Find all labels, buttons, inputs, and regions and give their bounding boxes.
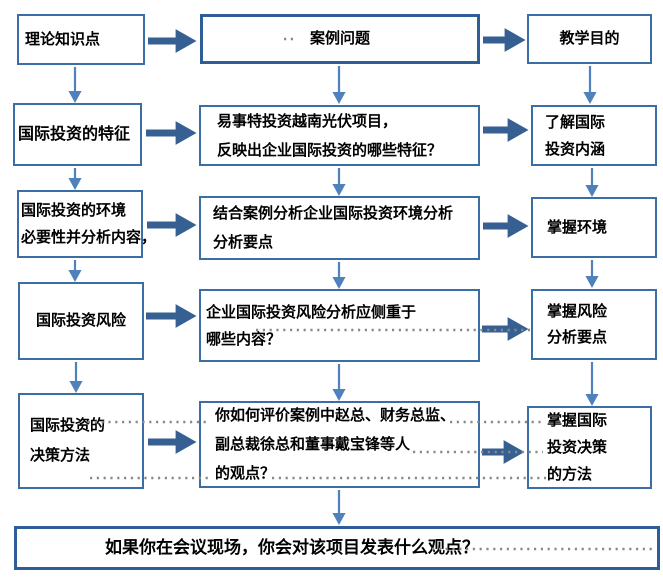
box-line: 理论知识点 [25, 30, 101, 48]
box-line: 国际投资的环境 [21, 202, 127, 219]
box-intl-investment-decision-methods: 国际投资的 决策方法 [18, 393, 144, 489]
box-teaching-objectives: 教学目的 [527, 14, 652, 64]
box-line: 你如何评价案例中赵总、财务总监、 [215, 407, 456, 424]
box-line: 副总裁徐总和董事戴宝锋等人 [215, 436, 411, 453]
box-line: 易事特投资越南光伏项目， [217, 112, 398, 130]
box-final-question: 如果你在会议现场，你会对该项目发表什么观点？ [14, 526, 660, 570]
box-line: 必要性并分析内容， [21, 229, 157, 246]
box-question-risk-analysis: 企业国际投资风险分析应侧重于 哪些内容？ [199, 289, 480, 362]
box-intl-investment-features: 国际投资的特征 [13, 103, 142, 166]
box-question-features: 易事特投资越南光伏项目， 反映出企业国际投资的哪些特征？ [199, 105, 480, 166]
box-line: 教学目的 [559, 30, 620, 47]
box-case-questions: 案例问题 [200, 14, 480, 64]
box-line: 结合案例分析企业国际投资环境分析 [213, 205, 454, 222]
box-goal-understand-connotation: 了解国际 投资内涵 [531, 105, 657, 166]
box-line: 国际投资的特征 [18, 125, 131, 143]
box-theory-knowledge: 理论知识点 [17, 14, 145, 65]
box-goal-master-decision-methods: 掌握国际 投资决策 的方法 [527, 406, 652, 489]
box-line: 投资决策 [547, 439, 608, 456]
box-goal-master-environment: 掌握环境 [531, 197, 657, 258]
box-line: 的观点？ [215, 465, 276, 482]
box-line: 掌握风险 [547, 302, 608, 320]
box-line: 如果你在会议现场，你会对该项目发表什么观点？ [105, 538, 479, 557]
box-goal-master-risk-points: 掌握风险 分析要点 [531, 289, 657, 360]
box-line: 投资内涵 [545, 140, 606, 158]
box-line: 的方法 [547, 466, 593, 483]
box-line: 国际投资风险 [35, 312, 126, 329]
box-question-evaluate-opinions: 你如何评价案例中赵总、财务总监、 副总裁徐总和董事戴宝锋等人 的观点？ [199, 401, 480, 488]
box-line: 企业国际投资风险分析应侧重于 [206, 303, 417, 321]
box-line: 哪些内容？ [206, 330, 282, 348]
box-line: 国际投资的 [30, 417, 106, 434]
box-line: 掌握国际 [547, 412, 608, 429]
box-question-environment-analysis: 结合案例分析企业国际投资环境分析 分析要点 [199, 196, 480, 260]
box-line: 反映出企业国际投资的哪些特征？ [217, 141, 443, 159]
box-line: 案例问题 [309, 30, 370, 47]
box-line: 了解国际 [545, 113, 606, 131]
box-line: 分析要点 [213, 234, 274, 251]
box-intl-investment-risk: 国际投资风险 [18, 282, 144, 360]
box-intl-investment-environment: 国际投资的环境 必要性并分析内容， [17, 190, 157, 258]
box-line: 掌握环境 [547, 218, 608, 236]
box-line: 分析要点 [547, 328, 608, 346]
box-line: 决策方法 [30, 447, 91, 464]
